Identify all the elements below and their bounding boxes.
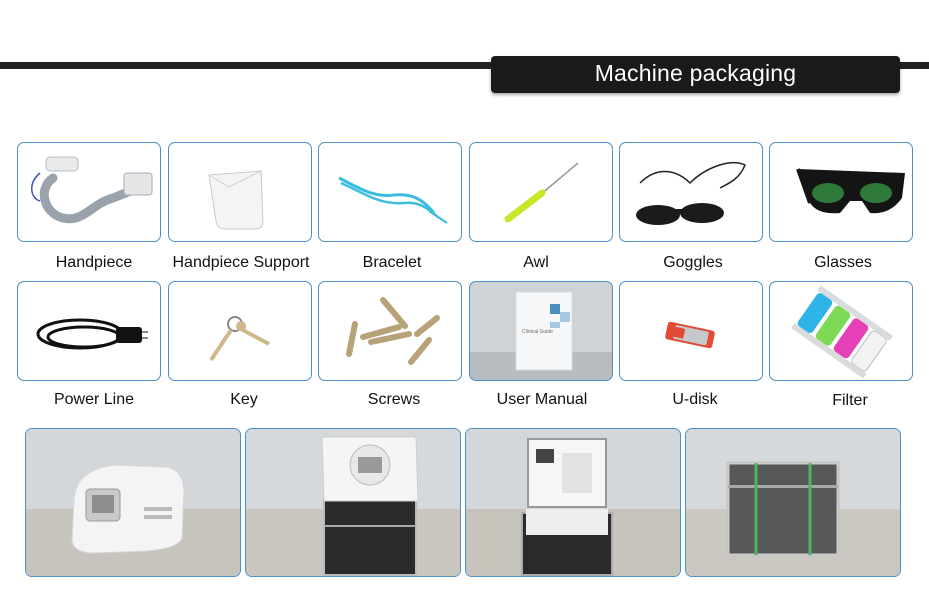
item-tile-handpiece-support — [168, 142, 312, 242]
item-label-glasses: Glasses — [814, 254, 872, 271]
power-line-icon — [36, 318, 148, 350]
open-case-photo — [465, 428, 681, 577]
item-label-awl: Awl — [523, 254, 549, 271]
handpiece-icon — [31, 156, 153, 224]
goggles-icon — [636, 161, 746, 225]
section-title-banner: Machine packaging — [491, 56, 900, 93]
item-label-filter: Filter — [832, 392, 868, 409]
machine-photo — [25, 428, 241, 577]
item-tile-awl — [469, 142, 613, 242]
section-title: Machine packaging — [594, 60, 797, 86]
item-tile-bracelet — [318, 142, 462, 242]
item-label-goggles: Goggles — [663, 254, 723, 271]
item-label-bracelet: Bracelet — [362, 254, 422, 271]
bracelet-icon — [338, 176, 448, 224]
u-disk-icon — [665, 321, 715, 349]
wrapped-case-photo — [685, 428, 901, 577]
screws-icon — [346, 297, 440, 365]
handpiece-support-icon — [208, 170, 264, 230]
key-icon — [209, 316, 270, 362]
awl-icon — [504, 162, 579, 223]
item-tile-u-disk — [619, 281, 763, 381]
user-manual-icon — [470, 291, 612, 380]
item-tile-key — [168, 281, 312, 381]
item-tile-glasses — [769, 142, 913, 242]
item-tile-user-manual: Clinical Guide — [469, 281, 613, 381]
item-label-power-line: Power Line — [53, 391, 135, 408]
filter-icon — [791, 285, 893, 379]
item-label-handpiece-support: Handpiece Support — [172, 254, 310, 271]
item-label-key: Key — [230, 391, 258, 408]
manual-cover-text: Clinical Guide — [522, 329, 553, 335]
item-label-handpiece: Handpiece — [55, 254, 133, 271]
item-tile-goggles — [619, 142, 763, 242]
item-label-u-disk: U-disk — [672, 391, 718, 408]
item-tile-power-line — [17, 281, 161, 381]
item-tile-filter — [769, 281, 913, 381]
item-tile-handpiece — [17, 142, 161, 242]
case-with-machine-photo — [245, 428, 461, 577]
item-tile-screws — [318, 281, 462, 381]
item-label-screws: Screws — [367, 391, 421, 408]
item-label-user-manual: User Manual — [496, 391, 588, 408]
glasses-icon — [796, 168, 905, 214]
header-rule — [0, 62, 929, 69]
